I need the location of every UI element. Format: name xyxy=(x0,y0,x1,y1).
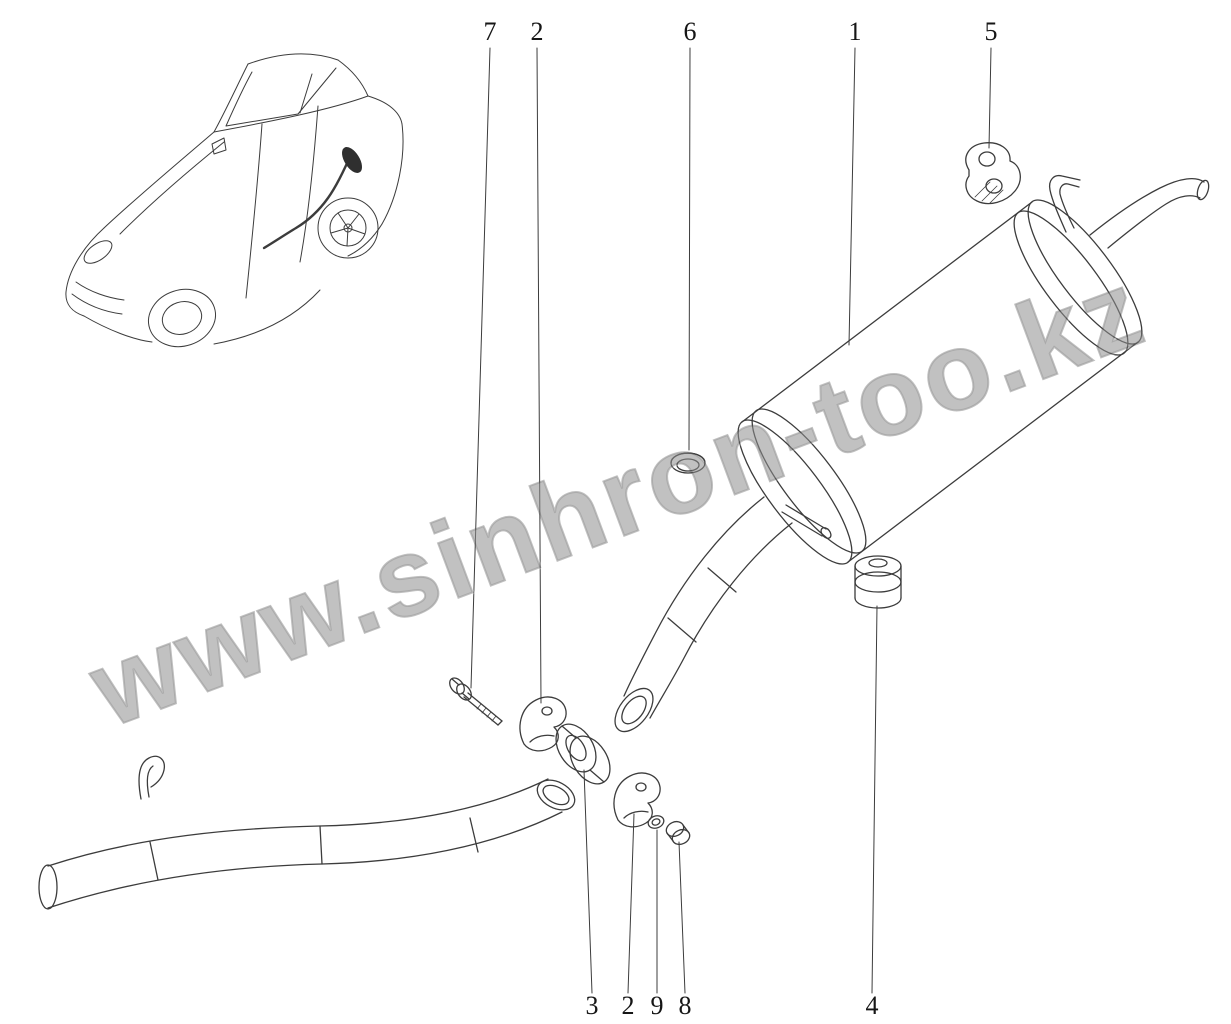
callout-label-1: 1 xyxy=(849,17,862,46)
front-pipe-hanger-bracket xyxy=(138,755,165,800)
car-front-wheel xyxy=(148,288,216,348)
rear-muffler xyxy=(614,174,1210,733)
washer-part9 xyxy=(647,815,665,829)
tailpipe xyxy=(1089,177,1210,249)
gasket-ring-part3 xyxy=(555,723,611,785)
bushing-part8 xyxy=(665,820,691,846)
callout-label-8: 8 xyxy=(679,991,692,1020)
muffler-inlet-pipe xyxy=(614,496,793,733)
callout-label-9: 9 xyxy=(651,991,664,1020)
rubber-hanger-part5 xyxy=(965,142,1021,205)
clamp-part2-upper xyxy=(519,696,567,752)
callout-label-3: 3 xyxy=(586,991,599,1020)
callout-label-4: 4 xyxy=(866,991,879,1020)
callout-numbers: 7 2 6 1 5 3 2 9 8 4 xyxy=(484,17,998,1020)
front-exhaust-pipe xyxy=(38,755,576,910)
grommet-part6 xyxy=(670,452,706,474)
bolt-part7 xyxy=(449,677,503,726)
muffler-hanger-rod xyxy=(1048,174,1081,233)
callout-label-2-lower: 2 xyxy=(622,991,635,1020)
clamp-part2-lower xyxy=(613,772,661,828)
hanger-ring-part4 xyxy=(854,555,902,609)
callout-label-7: 7 xyxy=(484,17,497,46)
callout-label-6: 6 xyxy=(684,17,697,46)
car-rear-wheel xyxy=(317,197,379,259)
car-exhaust-highlight xyxy=(262,147,363,250)
callout-label-2-upper: 2 xyxy=(531,17,544,46)
leader-lines xyxy=(470,47,992,994)
callout-label-5: 5 xyxy=(985,17,998,46)
car-thumbnail xyxy=(65,53,404,348)
